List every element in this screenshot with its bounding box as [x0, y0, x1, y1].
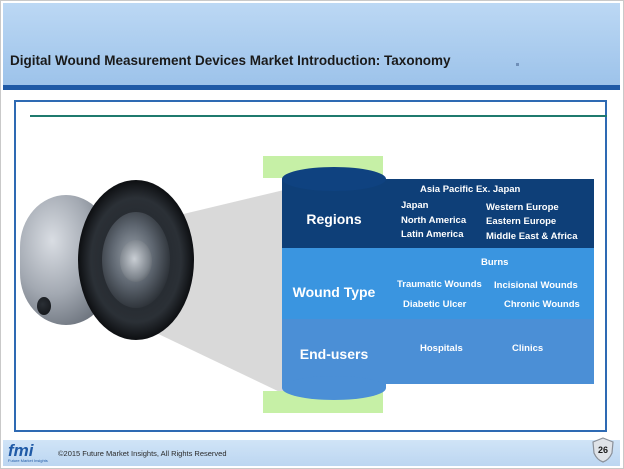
header-accent-bar	[3, 85, 620, 90]
region-item: Latin America	[401, 229, 464, 240]
shield-icon	[592, 437, 614, 463]
logo-subtext: Future Market Insights	[8, 458, 48, 463]
segment-label-regions: Regions	[306, 211, 362, 227]
page-number-badge: 26	[591, 437, 615, 463]
teal-rule	[30, 115, 607, 117]
cylinder-top-cap	[282, 167, 386, 191]
segment-label-end-users: End-users	[299, 346, 369, 362]
region-item: Asia Pacific Ex. Japan	[420, 184, 521, 195]
page-number: 26	[597, 445, 608, 455]
wound-type-item: Burns	[481, 257, 509, 268]
region-item: Middle East & Africa	[486, 231, 578, 242]
panel-end-users	[386, 319, 594, 384]
region-item: North America	[401, 215, 467, 226]
wound-type-item: Diabetic Ulcer	[403, 299, 467, 310]
fmi-logo: fmi Future Market Insights	[8, 441, 48, 465]
cylinder-segment-wound-type	[282, 248, 386, 319]
region-item: Eastern Europe	[486, 216, 557, 227]
wound-type-item: Chronic Wounds	[504, 299, 580, 310]
end-user-item: Hospitals	[420, 343, 463, 354]
logo-text: fmi	[8, 441, 34, 460]
cylinder-bottom-cap	[282, 376, 386, 400]
copyright-text: ©2015 Future Market Insights, All Rights…	[58, 449, 227, 458]
end-user-item: Clinics	[512, 343, 544, 354]
device-button	[37, 297, 51, 315]
region-item: Western Europe	[486, 202, 559, 213]
header-band	[3, 3, 620, 85]
segment-label-wound-type: Wound Type	[292, 284, 376, 300]
header-dot	[516, 63, 519, 66]
wound-type-item: Traumatic Wounds	[397, 279, 482, 290]
region-item: Japan	[401, 200, 429, 211]
panel-wound-type	[386, 248, 594, 319]
wound-type-item: Incisional Wounds	[494, 280, 578, 291]
device-lens-core	[120, 240, 152, 282]
panel-regions	[386, 179, 594, 248]
footer-band	[3, 440, 620, 466]
slide-title: Digital Wound Measurement Devices Market…	[10, 53, 451, 68]
